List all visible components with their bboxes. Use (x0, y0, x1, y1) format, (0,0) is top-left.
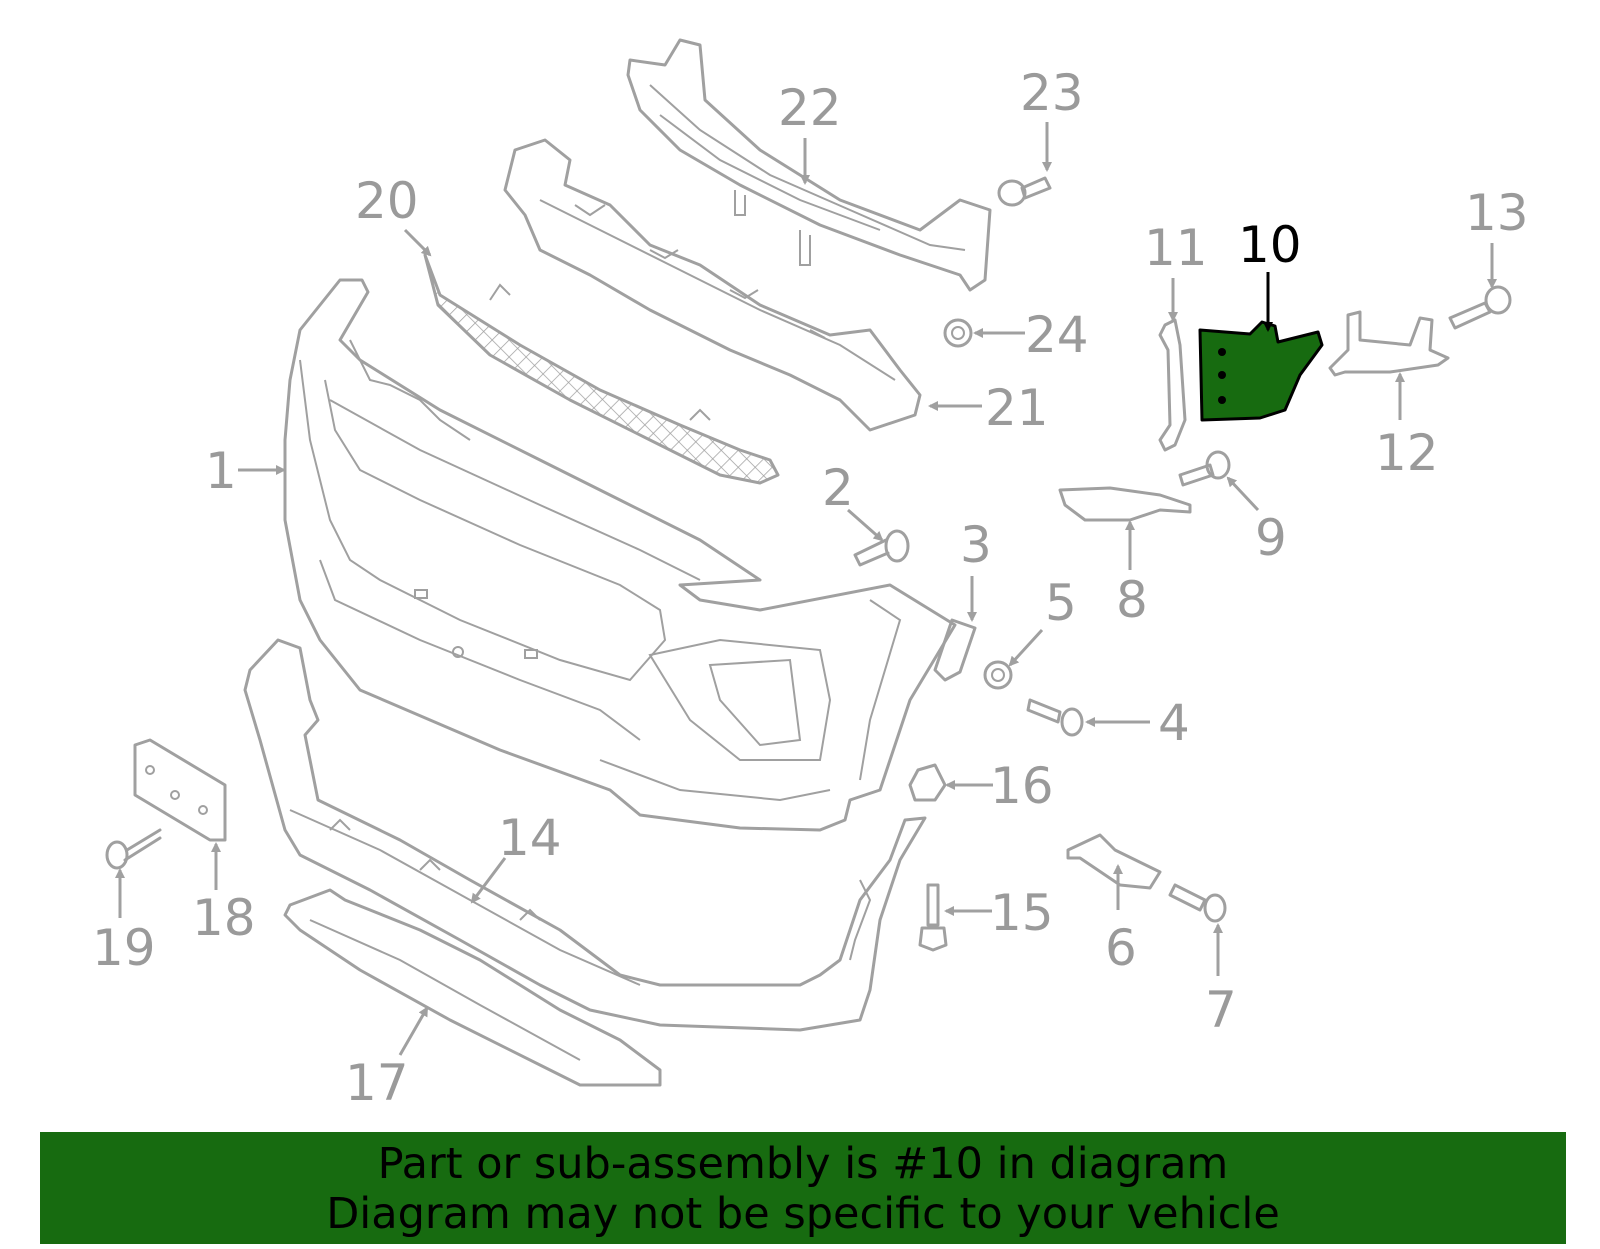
callout-7: 7 (1205, 981, 1237, 1039)
info-banner: Part or sub-assembly is #10 in diagram D… (40, 1132, 1566, 1244)
part-20-grille-insert (423, 253, 780, 485)
callout-13: 13 (1465, 184, 1529, 242)
callout-17: 17 (345, 1054, 409, 1112)
part-15-stud (918, 883, 948, 952)
callout-20: 20 (355, 172, 419, 230)
callout-3: 3 (960, 516, 992, 574)
part-23-bolt (997, 176, 1052, 207)
part-1-bumper-cover (283, 278, 957, 832)
leader-arrows (115, 122, 1497, 1056)
part-18-license-bracket (133, 738, 227, 842)
part-7-screw (1168, 883, 1227, 923)
callout-21: 21 (985, 379, 1049, 437)
callout-16: 16 (990, 757, 1054, 815)
callout-18: 18 (192, 889, 256, 947)
callout-24: 24 (1025, 306, 1089, 364)
part-8-bracket (1058, 486, 1192, 522)
part-13-bolt (1448, 285, 1512, 330)
part-19-screw (105, 828, 162, 870)
part-11-side-support (1158, 318, 1187, 452)
callout-2: 2 (822, 459, 854, 517)
callout-14: 14 (498, 809, 562, 867)
callout-6: 6 (1105, 919, 1137, 977)
part-4-bolt (1026, 698, 1084, 737)
part-6-side-bracket (1066, 833, 1162, 890)
part-17-lower-trim-strip (283, 888, 662, 1087)
callout-11: 11 (1144, 219, 1208, 277)
part-14-lower-valance (243, 638, 927, 1032)
part-9-screw (1178, 450, 1231, 487)
part-5-nut (983, 660, 1013, 690)
part-12-bracket (1328, 310, 1450, 377)
callout-labels: 1 2 3 4 5 6 7 8 9 10 11 12 13 14 15 16 1… (92, 64, 1529, 1112)
callout-10-highlighted: 10 (1238, 216, 1302, 274)
part-24-nut (943, 318, 973, 348)
part-3-bracket (933, 618, 977, 682)
callout-12: 12 (1375, 424, 1439, 482)
callout-8: 8 (1116, 571, 1148, 629)
part-2-bolt (853, 529, 910, 567)
callout-9: 9 (1255, 509, 1287, 567)
callout-19: 19 (92, 919, 156, 977)
callout-1: 1 (205, 442, 237, 500)
callout-5: 5 (1045, 574, 1077, 632)
part-22-bumper-beam (626, 38, 992, 292)
callout-22: 22 (778, 79, 842, 137)
banner-part-notice: Part or sub-assembly is #10 in diagram (377, 1139, 1229, 1189)
callout-23: 23 (1020, 64, 1084, 122)
banner-disclaimer: Diagram may not be specific to your vehi… (326, 1189, 1280, 1239)
part-21-energy-absorber (503, 138, 922, 432)
callout-4: 4 (1158, 694, 1190, 752)
callout-15: 15 (990, 884, 1054, 942)
part-10-highlighted-bracket (1198, 320, 1324, 422)
part-16-clip-nut (908, 763, 947, 802)
